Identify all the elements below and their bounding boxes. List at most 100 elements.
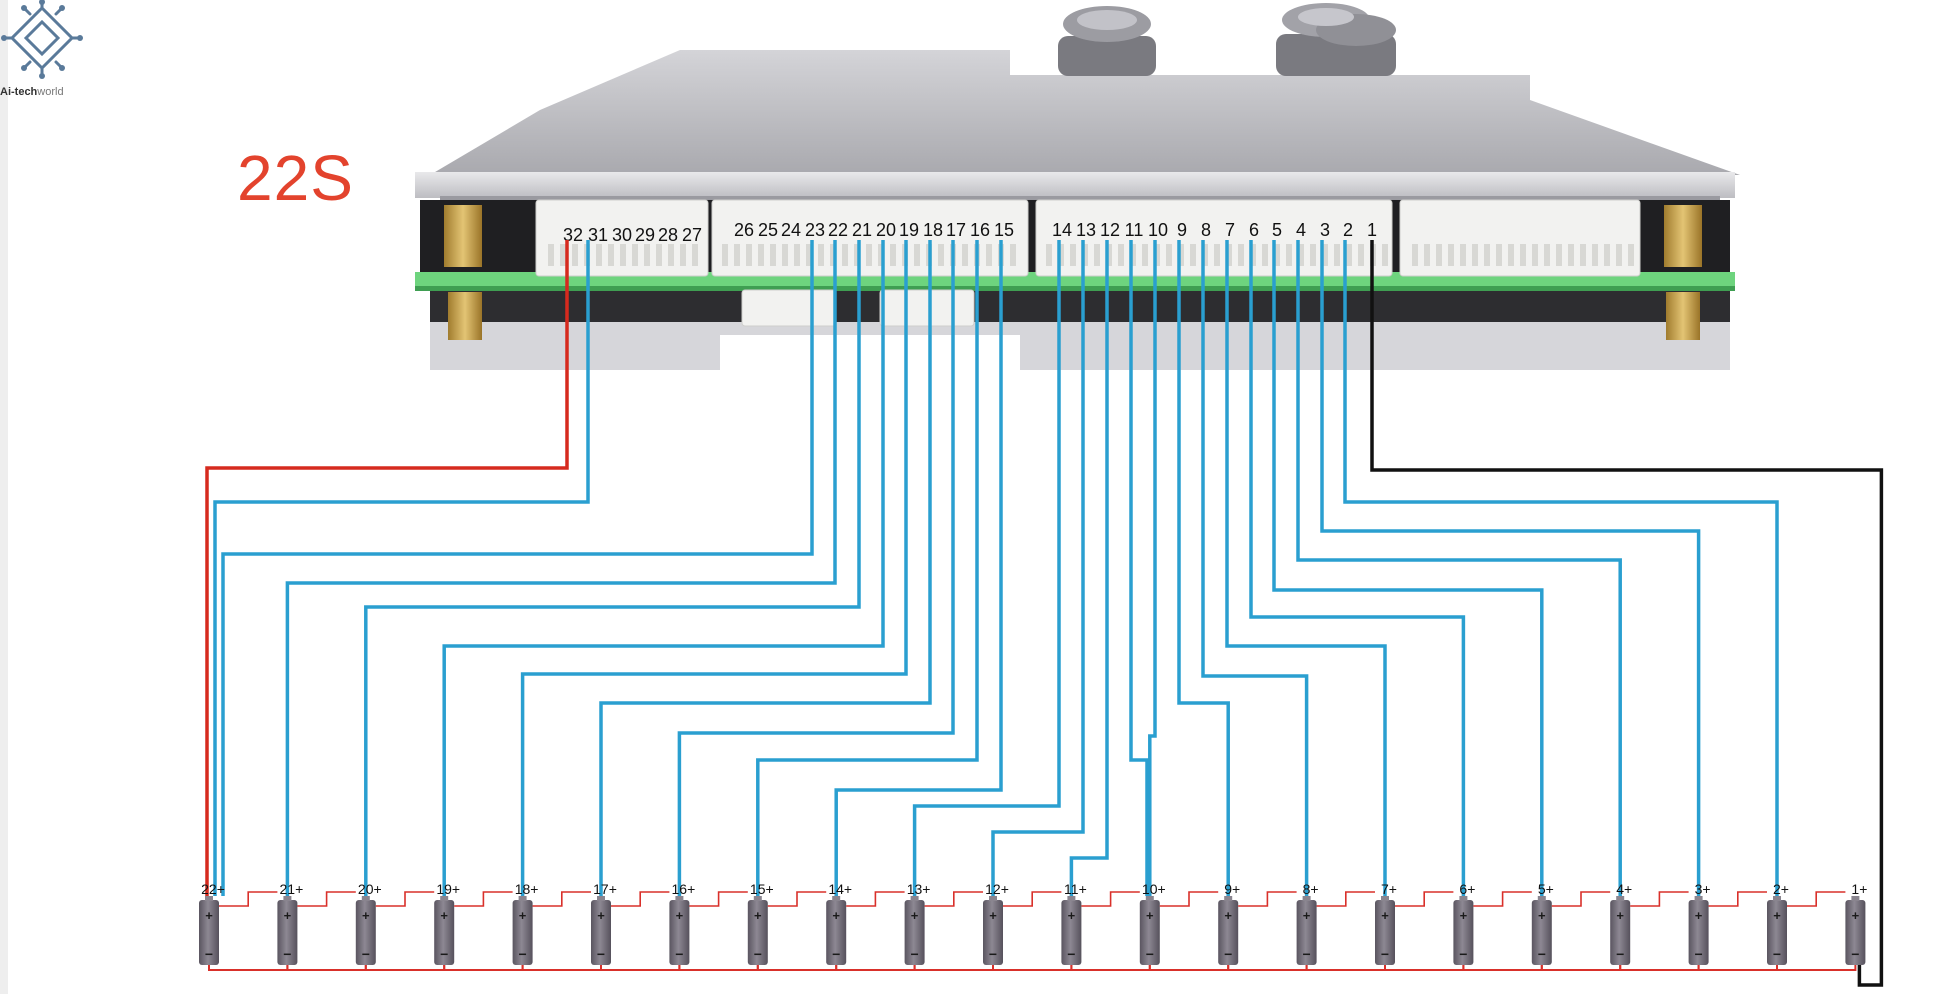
cell-cap [675,896,684,901]
cell-cap [361,896,370,901]
series-link [1776,965,1857,971]
pin-slot [842,244,848,266]
pin-slot [548,244,554,266]
cell-positive-mark: + [1381,908,1389,923]
cell-positive-mark: + [1068,908,1076,923]
connector-pin-label: 25 [758,220,778,240]
cell-negative-mark: − [1381,946,1389,962]
pin-slot [1508,244,1514,266]
series-link [286,965,367,971]
battery-cell: +−11+ [1061,881,1087,965]
pin-slot [1298,244,1304,266]
connector-pin-label: 9 [1177,220,1187,240]
sense-wire [1320,240,1701,896]
pin-slot [1604,244,1610,266]
pin-slot [1154,244,1160,266]
pin-slot [938,244,944,266]
pin-slot [782,244,788,266]
cell-label: 5+ [1538,881,1554,897]
connector-pin-label: 20 [876,220,896,240]
standoff-right-upper [1664,205,1702,267]
series-link [767,891,827,907]
connector-pin-label: 1 [1367,220,1377,240]
pin-slot [1214,244,1220,266]
cell-body [434,900,455,965]
cell-body [591,900,611,965]
cell-cap [1381,896,1389,901]
sense-wire [1201,240,1309,896]
sense-wire [1272,240,1544,896]
brand-name-bold: Ai-tech [0,86,38,98]
series-link [364,965,446,971]
pin-slot [1094,244,1100,266]
cell-label: 19+ [436,881,460,897]
cell-cap [910,896,919,901]
pin-slot [1118,244,1124,266]
cell-body [1061,900,1082,965]
connector-pin-label: 16 [970,220,990,240]
cell-body [904,900,925,965]
cell-negative-mark: − [1616,946,1624,962]
pin-slot [830,244,836,266]
cell-positive-mark: + [832,908,840,923]
cell-body [1218,900,1239,965]
cell-label: 21+ [280,881,304,897]
sense-wire [364,240,861,896]
sense-wire [1343,240,1779,896]
cell-cap [1537,896,1546,901]
cell-cap [1616,896,1625,901]
pin-slot [1106,244,1112,266]
brand-logo: Ai-techworld [0,0,84,104]
battery-cell: +−22+ [199,881,225,965]
pin-slot [1226,244,1232,266]
cell-cap [283,896,292,901]
pin-slot [572,244,578,266]
pin-slot [1130,244,1136,266]
cell-label: 1+ [1851,881,1867,897]
pin-slot [1250,244,1256,266]
series-link [208,965,289,971]
series-link [600,965,681,971]
brand-name: Ai-techworld [0,86,84,98]
pin-slot [1166,244,1172,266]
pin-slot [770,244,776,266]
series-link [1081,891,1140,907]
connector-pin-label: 27 [682,225,702,245]
pin-slot [1496,244,1502,266]
cell-body [355,900,376,965]
sense-wire [1148,240,1157,896]
battery-cell: +−1+ [1845,881,1867,965]
heatsink-front-edge [415,172,1735,198]
pin-slot [866,244,872,266]
series-link [1551,891,1611,907]
cell-positive-mark: + [205,908,213,923]
cell-body [1139,900,1160,965]
sense-wire [1225,240,1387,896]
series-link [1384,965,1465,971]
battery-cell: +−15+ [747,881,774,965]
cell-label: 14+ [828,881,852,897]
cell-body [199,900,219,965]
cell-positive-mark: + [1460,908,1468,923]
positive-wire-b-plus [205,240,569,896]
pin-slot [1322,244,1328,266]
connector-pin-label: 28 [658,225,678,245]
series-link [1159,891,1219,907]
balance-wires [205,240,1884,987]
cell-body [1845,900,1866,965]
connector-block-b [711,199,1029,277]
cell-cap [1694,896,1703,901]
connector-pin-label: 12 [1100,220,1120,240]
series-link [521,965,602,971]
pin-slot [758,244,764,266]
series-link [1316,891,1375,907]
pin-slot [1592,244,1598,266]
cell-positive-mark: + [1695,908,1703,923]
pin-slot [1346,244,1352,266]
series-link [1473,891,1532,907]
cell-negative-mark: − [1538,946,1546,962]
battery-cell: +−12+ [983,881,1009,965]
cell-positive-mark: + [1852,908,1860,923]
